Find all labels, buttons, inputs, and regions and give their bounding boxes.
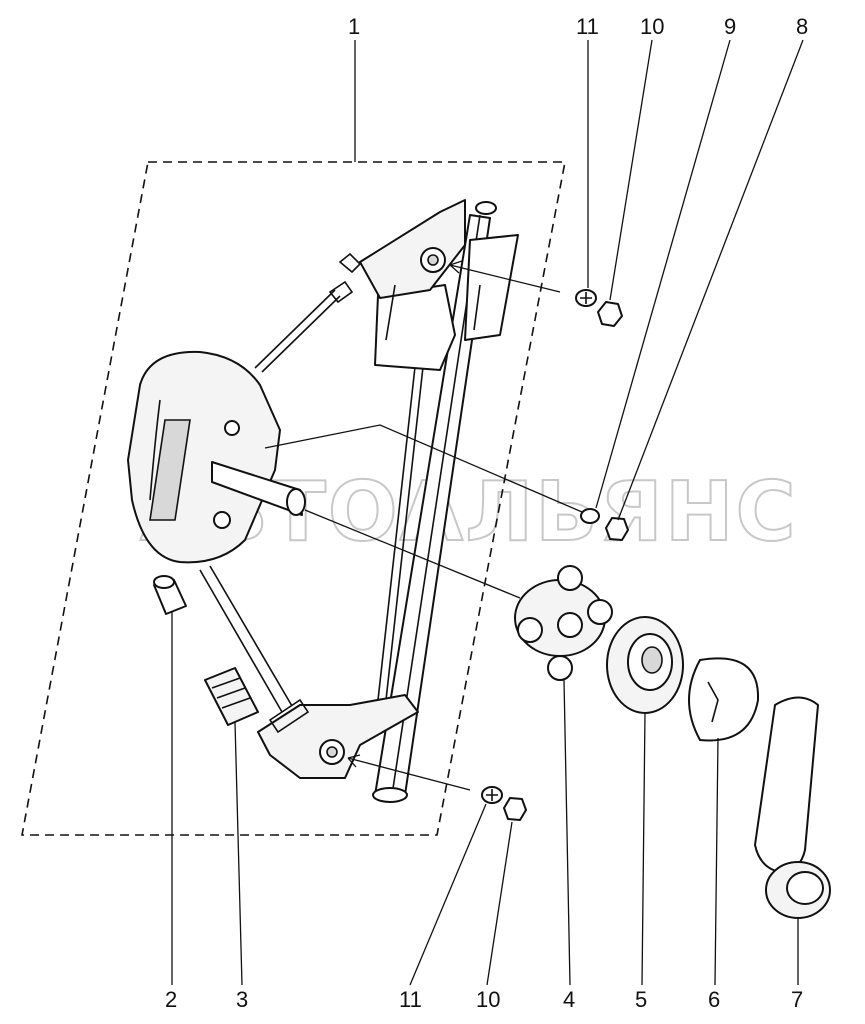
washer-11-bottom — [481, 786, 503, 804]
callout-8: 8 — [796, 14, 808, 39]
nut-10-top — [597, 301, 623, 327]
callout-3: 3 — [236, 987, 248, 1012]
callout-10-top: 10 — [640, 14, 664, 39]
callout-5: 5 — [635, 987, 647, 1012]
callout-4: 4 — [563, 987, 575, 1012]
arrow-lower — [347, 754, 471, 791]
washer-9 — [580, 508, 600, 524]
callout-6: 6 — [708, 987, 720, 1012]
callout-1: 1 — [348, 14, 360, 39]
part-4-roller-carrier — [514, 565, 613, 681]
part-3-damper — [204, 667, 259, 726]
cables — [199, 289, 427, 713]
part-7-crank-handle — [754, 696, 831, 919]
callout-10-bottom: 10 — [476, 987, 500, 1012]
lower-bracket — [257, 694, 419, 779]
part-5-washer — [606, 616, 684, 714]
part-6-clip — [688, 657, 760, 742]
washer-11-top — [575, 289, 597, 307]
callout-11-top: 11 — [576, 14, 599, 39]
callout-11-bottom: 11 — [399, 987, 422, 1012]
nut-10-bottom — [503, 797, 527, 821]
upper-bracket — [328, 199, 519, 371]
assembly-line-9 — [264, 424, 583, 513]
leader-lines — [171, 39, 804, 986]
callout-2: 2 — [165, 987, 177, 1012]
nut-8 — [605, 517, 629, 541]
assembly-line-4 — [304, 509, 521, 599]
callout-9: 9 — [724, 14, 736, 39]
gear-housing — [127, 350, 306, 564]
callout-7: 7 — [791, 987, 803, 1012]
part-2-cap — [153, 575, 187, 615]
assembly-boundary — [21, 161, 566, 836]
arrow-upper — [449, 260, 561, 293]
